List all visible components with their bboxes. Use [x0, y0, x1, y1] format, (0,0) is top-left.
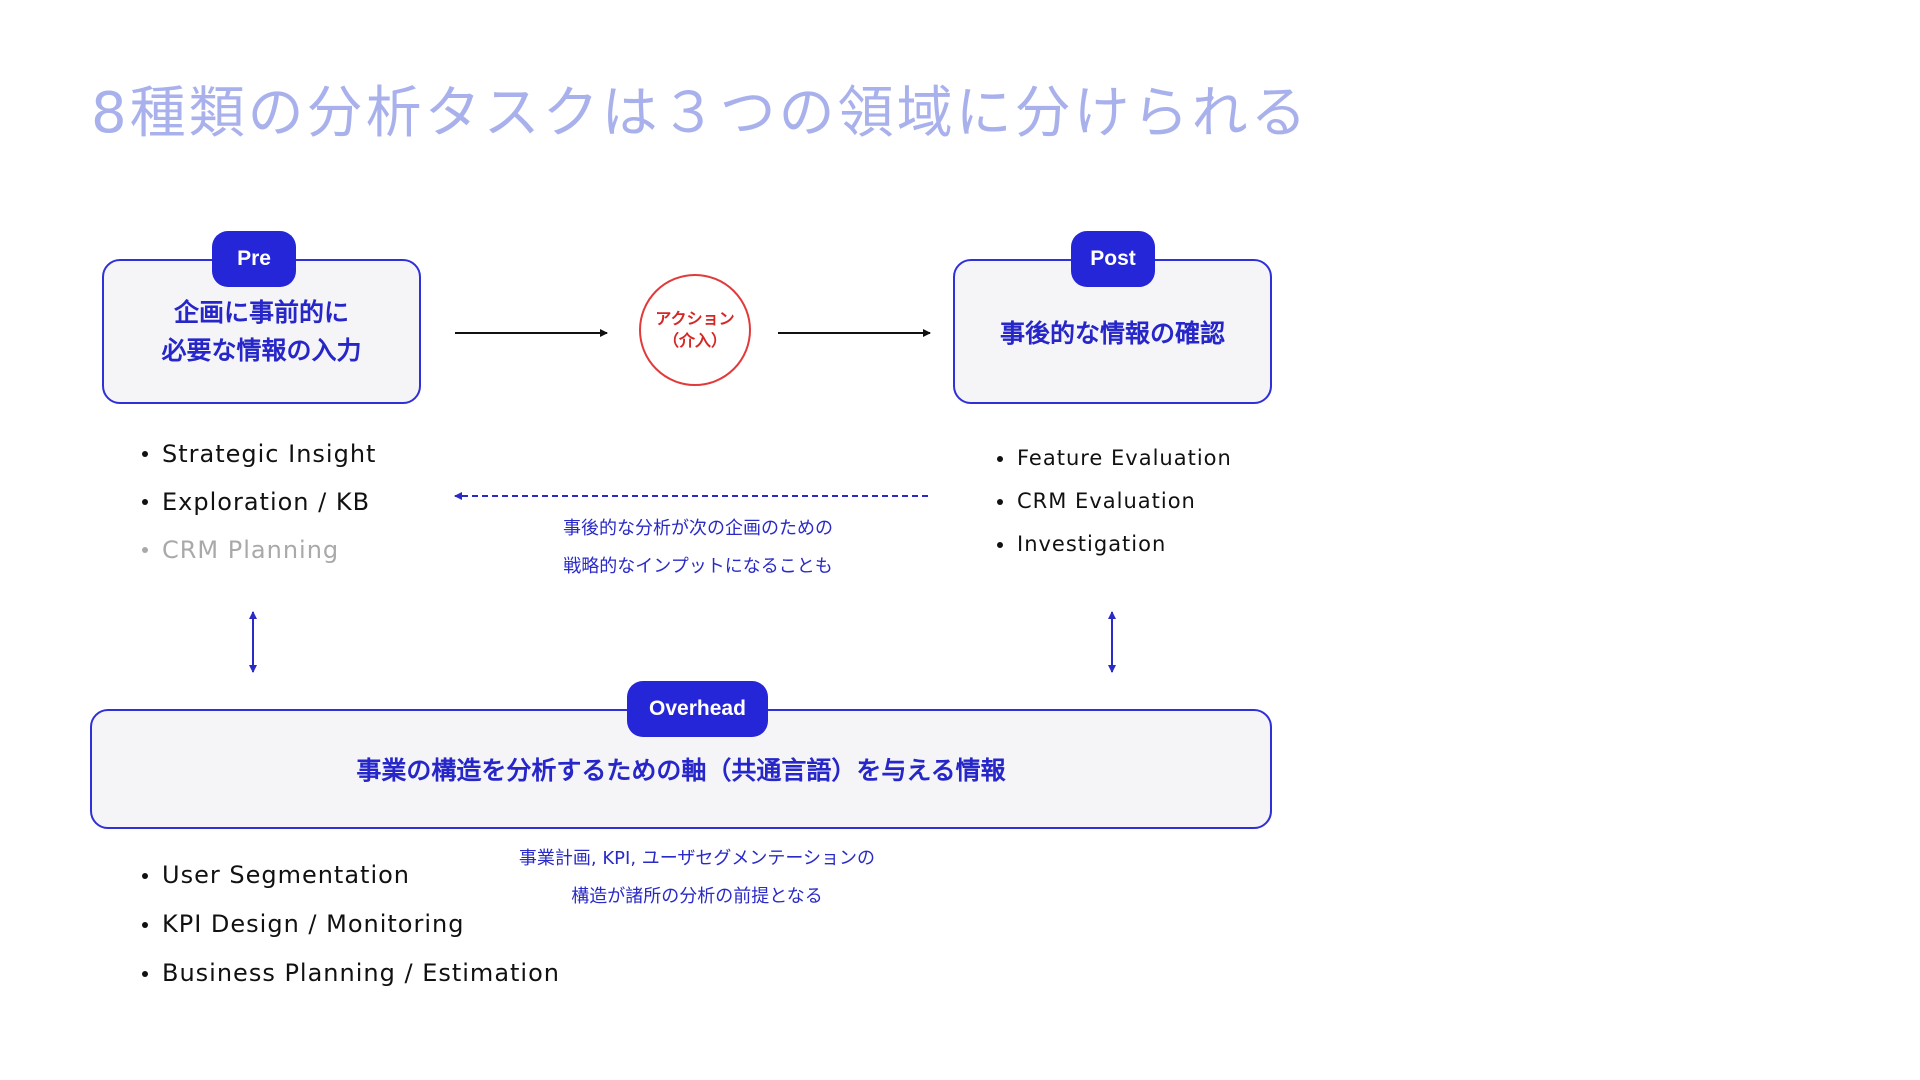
feedback-note-line1: 事後的な分析が次の企画のための	[563, 518, 833, 539]
list-item: Investigation	[996, 523, 1232, 566]
list-item: KPI Design / Monitoring	[141, 900, 560, 949]
list-item: CRM Planning	[141, 526, 376, 574]
pre-text-line1: 企画に事前的に	[173, 297, 349, 327]
list-item: Exploration / KB	[141, 478, 376, 526]
overhead-note-line1: 事業計画, KPI, ユーザセグメンテーションの	[518, 848, 876, 869]
post-badge: Post	[1071, 231, 1155, 287]
action-circle: アクション （介入）	[639, 274, 751, 386]
post-task-list: Feature Evaluation CRM Evaluation Invest…	[996, 437, 1232, 566]
action-label-line2: （介入）	[662, 331, 727, 350]
feedback-note: 事後的な分析が次の企画のための 戦略的なインプットになることも	[548, 510, 848, 586]
feedback-note-line2: 戦略的なインプットになることも	[563, 556, 833, 577]
overhead-note: 事業計画, KPI, ユーザセグメンテーションの 構造が諸所の分析の前提となる	[497, 840, 897, 916]
post-text: 事後的な情報の確認	[999, 318, 1225, 348]
overhead-note-line2: 構造が諸所の分析の前提となる	[571, 886, 823, 907]
overhead-text: 事業の構造を分析するための軸（共通言語）を与える情報	[356, 756, 1006, 785]
pre-task-list: Strategic Insight Exploration / KB CRM P…	[141, 430, 376, 574]
list-item: Strategic Insight	[141, 430, 376, 478]
pre-badge: Pre	[212, 231, 296, 287]
page-title: 8種類の分析タスクは３つの領域に分けられる	[91, 81, 1310, 146]
list-item: User Segmentation	[141, 851, 560, 900]
overhead-badge: Overhead	[627, 681, 768, 737]
list-item: CRM Evaluation	[996, 480, 1232, 523]
pre-text-line2: 必要な情報の入力	[161, 335, 362, 365]
overhead-task-list: User Segmentation KPI Design / Monitorin…	[141, 851, 560, 998]
list-item: Business Planning / Estimation	[141, 949, 560, 998]
action-label-line1: アクション	[655, 309, 735, 328]
list-item: Feature Evaluation	[996, 437, 1232, 480]
